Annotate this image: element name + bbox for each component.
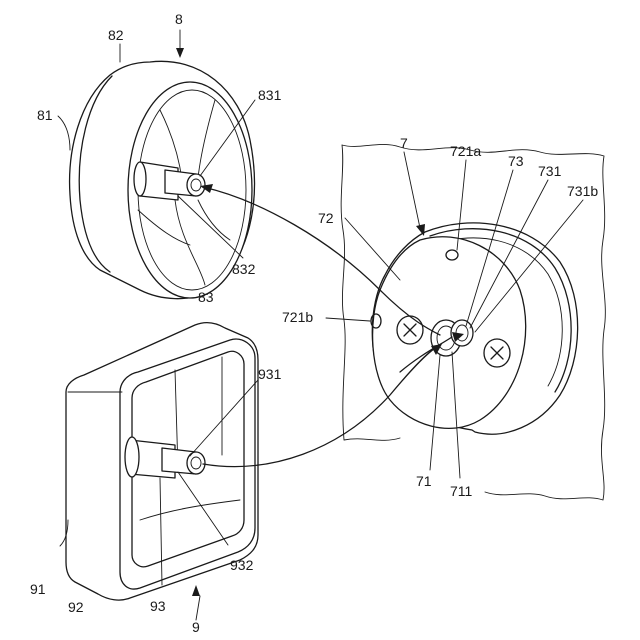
housing-hub-base: [125, 437, 139, 477]
label-731b: 731b: [567, 183, 598, 199]
leader-81: [58, 116, 70, 150]
label-932: 932: [230, 557, 254, 573]
label-711: 711: [450, 483, 473, 499]
leader-72: [345, 218, 400, 280]
label-8: 8: [175, 11, 183, 27]
label-831: 831: [258, 87, 282, 103]
wheel-group: [70, 61, 255, 298]
label-91: 91: [30, 581, 46, 597]
label-82: 82: [108, 27, 124, 43]
label-7: 7: [400, 135, 408, 151]
leader-721b: [326, 318, 370, 321]
label-9: 9: [192, 619, 200, 635]
housing-connector-face: [187, 452, 205, 474]
label-73: 73: [508, 153, 524, 169]
leader-7: [404, 152, 420, 228]
label-72: 72: [318, 210, 334, 226]
label-81: 81: [37, 107, 53, 123]
label-721b: 721b: [282, 309, 313, 325]
label-93: 93: [150, 598, 166, 614]
label-721a: 721a: [450, 143, 481, 159]
wheel-hub-base: [134, 162, 146, 196]
label-731: 731: [538, 163, 562, 179]
arrow-8: [176, 48, 184, 58]
wheel-connector-face: [187, 174, 205, 196]
label-92: 92: [68, 599, 84, 615]
leader-9: [196, 596, 200, 620]
label-83: 83: [198, 289, 214, 305]
arrow-9: [192, 585, 200, 596]
label-931: 931: [258, 366, 282, 382]
label-71: 71: [416, 473, 432, 489]
label-832: 832: [232, 261, 256, 277]
